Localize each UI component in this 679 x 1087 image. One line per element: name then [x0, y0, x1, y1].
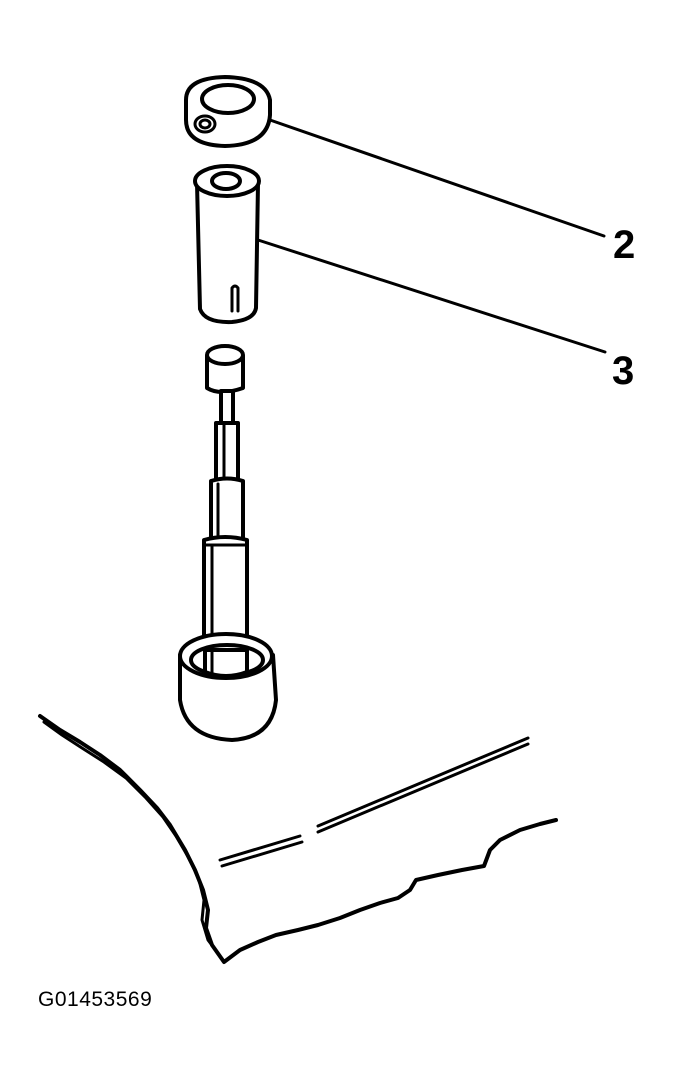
- leader-lines: [256, 118, 607, 354]
- tool-base: [178, 632, 278, 742]
- callout-3-label: 3: [612, 349, 634, 393]
- callout-2-label: 2: [613, 223, 635, 267]
- collar-part: [184, 75, 272, 148]
- plug-part: [205, 344, 245, 394]
- tool-shaft: [202, 389, 249, 672]
- sleeve-part: [193, 164, 261, 325]
- housing-outline: [38, 714, 558, 964]
- figure-id: G01453569: [38, 988, 153, 1011]
